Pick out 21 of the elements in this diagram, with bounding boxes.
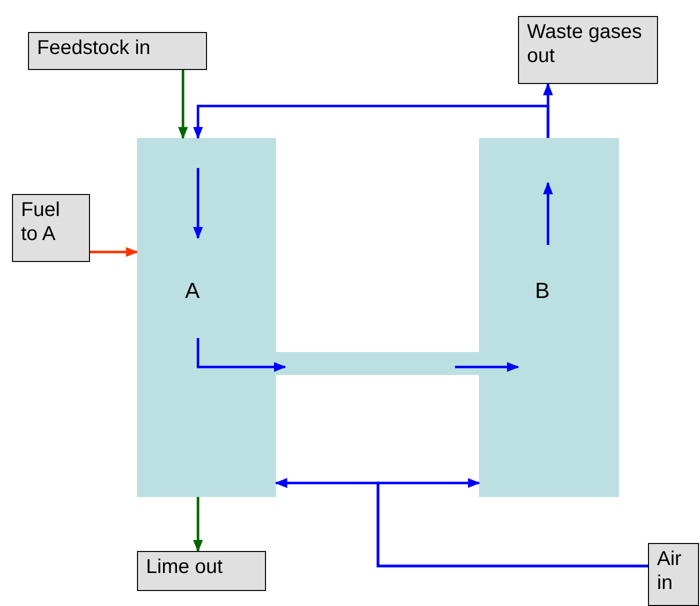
shaft-label: B	[535, 278, 550, 304]
label-box	[648, 543, 699, 606]
kiln-shaft	[137, 138, 276, 497]
label-box	[137, 551, 266, 591]
box-label: Fuel to A	[21, 198, 61, 246]
label-box	[28, 32, 207, 70]
label-box	[518, 16, 658, 84]
arrow	[193, 104, 550, 140]
arrow	[455, 362, 520, 372]
arrow	[196, 338, 286, 372]
kiln-shaft	[479, 138, 619, 497]
box-label: Waste gases out	[527, 20, 643, 68]
arrow	[193, 497, 203, 552]
box-label: Feedstock in	[37, 36, 152, 60]
label-box	[12, 194, 90, 262]
arrow	[90, 247, 138, 257]
box-label: Lime out	[146, 555, 224, 579]
arrow	[178, 70, 188, 140]
arrow	[376, 478, 648, 568]
shaft-label: A	[185, 278, 200, 304]
box-label: Air in	[657, 547, 682, 595]
